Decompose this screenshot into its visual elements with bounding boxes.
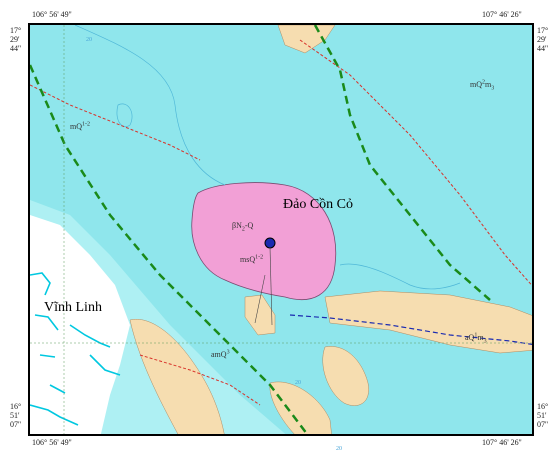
- sand-bar-east: [324, 290, 532, 354]
- unit-mq-west: mQ1-2: [70, 121, 90, 131]
- sand-bar-southwest: [129, 318, 225, 434]
- island-basalt: [191, 182, 337, 301]
- sand-bar-oval: [322, 346, 369, 406]
- unit-aq: aQ1m3: [465, 332, 487, 345]
- coord-left-bottom: 16°51'07'': [10, 402, 22, 429]
- sand-bar-southeast: [269, 381, 332, 434]
- coord-bottom-left: 106° 56' 49'': [32, 438, 72, 447]
- unit-am: amQ3: [211, 349, 230, 359]
- mark-c: 20: [336, 446, 342, 452]
- sand-bar-north: [277, 25, 336, 54]
- unit-ms: msQ1-2: [240, 254, 264, 264]
- fault-red-west: [30, 84, 201, 161]
- fault-green-east: [313, 25, 491, 301]
- coord-left-top: 17°29'44'': [10, 26, 22, 53]
- contour-line-east: [339, 263, 461, 290]
- contour-line-loop: [116, 103, 133, 127]
- unit-basalt: βN2-Q: [232, 221, 254, 233]
- mainland-area: [30, 215, 130, 434]
- coord-bottom-right: 107° 46' 26'': [482, 438, 522, 447]
- contour-line-main: [74, 25, 226, 186]
- mark-b: 20: [295, 380, 301, 386]
- unit-mq-east: mQ2m3: [470, 79, 495, 92]
- map-frame: Đảo Cồn Cỏ Vĩnh Linh βN2-Q msQ1-2 mQ1-2 …: [28, 23, 534, 436]
- mark-a: 20: [86, 37, 92, 43]
- coord-right-top: 17°29'44'': [537, 26, 549, 53]
- fault-blue: [289, 314, 532, 345]
- fault-green-west: [30, 64, 309, 434]
- island-name: Đảo Cồn Cỏ: [283, 197, 353, 212]
- geologic-map: [30, 25, 532, 434]
- mainland-name: Vĩnh Linh: [44, 300, 102, 315]
- coord-right-bottom: 16°51'07'': [537, 402, 549, 429]
- sand-bar-spit: [244, 294, 276, 336]
- river-network: [30, 272, 121, 426]
- coord-top-left: 106° 56' 49'': [32, 10, 72, 19]
- coord-top-right: 107° 46' 26'': [482, 10, 522, 19]
- island-marker-icon: [264, 237, 276, 249]
- island-stroke: [269, 246, 273, 326]
- fault-red-south: [139, 354, 261, 406]
- island-stroke-2: [254, 274, 266, 324]
- fault-red-north: [299, 39, 532, 287]
